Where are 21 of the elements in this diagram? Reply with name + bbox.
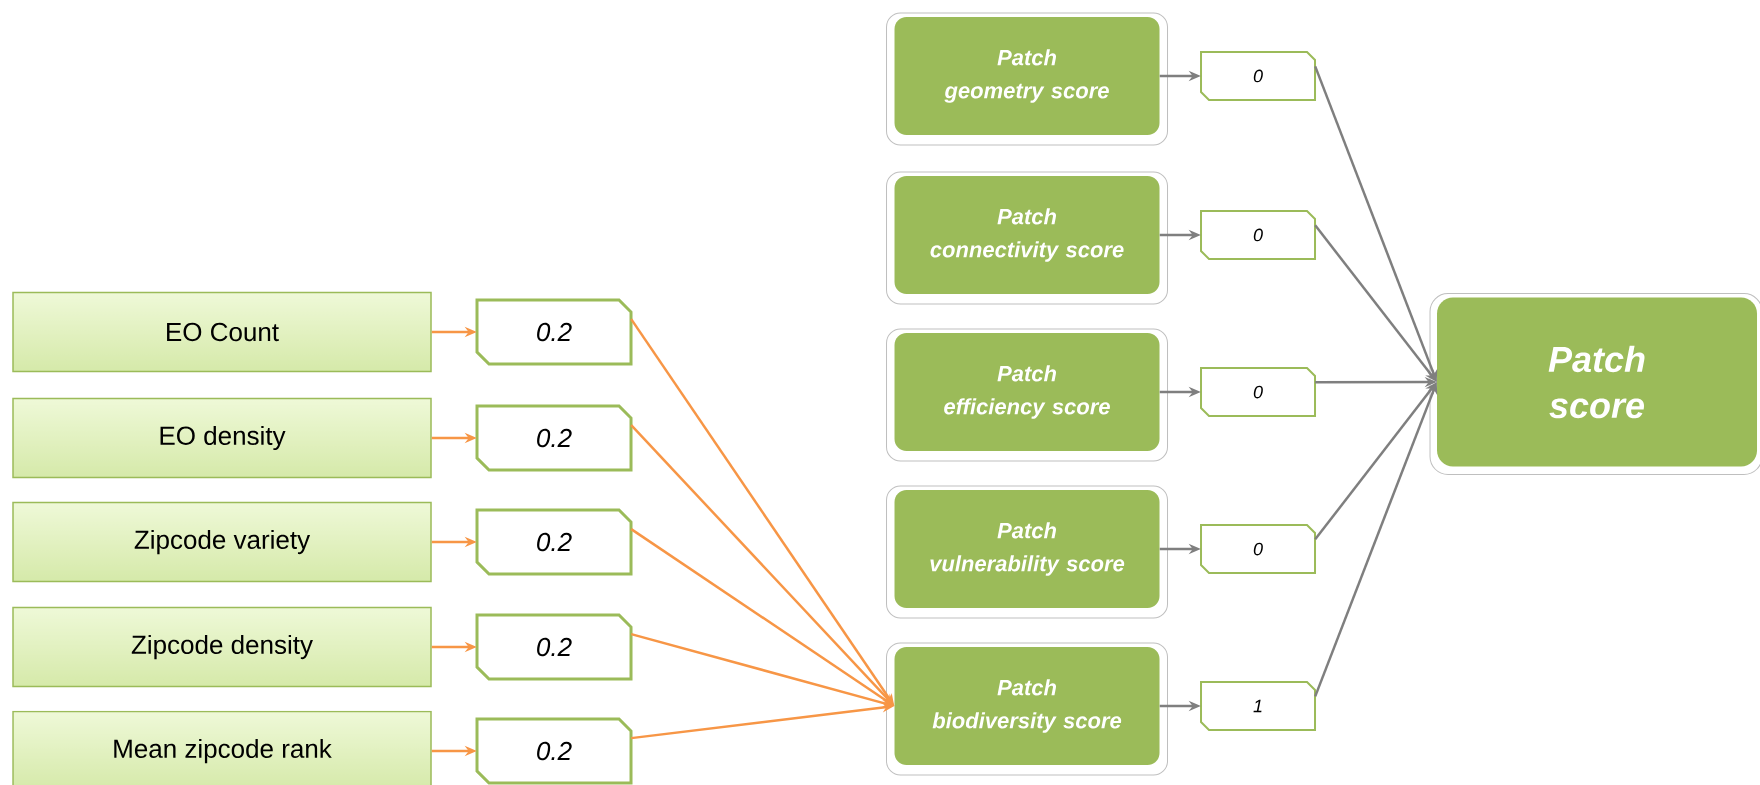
score-box: Patch connectivity score [886,171,1168,305]
weight-box: 0.2 [475,613,633,681]
input-box: Zipcode variety [12,501,432,583]
score-box: Patch vulnerability score [886,485,1168,619]
weight-box: 0.2 [475,404,633,472]
weight-box: 0.2 [475,508,633,576]
score-box: Patch efficiency score [886,328,1168,462]
input-box: Zipcode density [12,606,432,688]
weight-box: 0.2 [475,717,633,785]
input-box: EO Count [12,291,432,373]
total-score-box: Patch score [1429,293,1760,475]
value-box: 0 [1200,51,1316,101]
value-box: 1 [1200,681,1316,731]
value-box: 0 [1200,524,1316,574]
input-box: Mean zipcode rank [12,710,432,785]
input-box: EO density [12,397,432,479]
value-box: 0 [1200,367,1316,417]
value-box: 0 [1200,210,1316,260]
score-box: Patch biodiversity score [886,642,1168,776]
score-box: Patch geometry score [886,12,1168,146]
weight-box: 0.2 [475,298,633,366]
